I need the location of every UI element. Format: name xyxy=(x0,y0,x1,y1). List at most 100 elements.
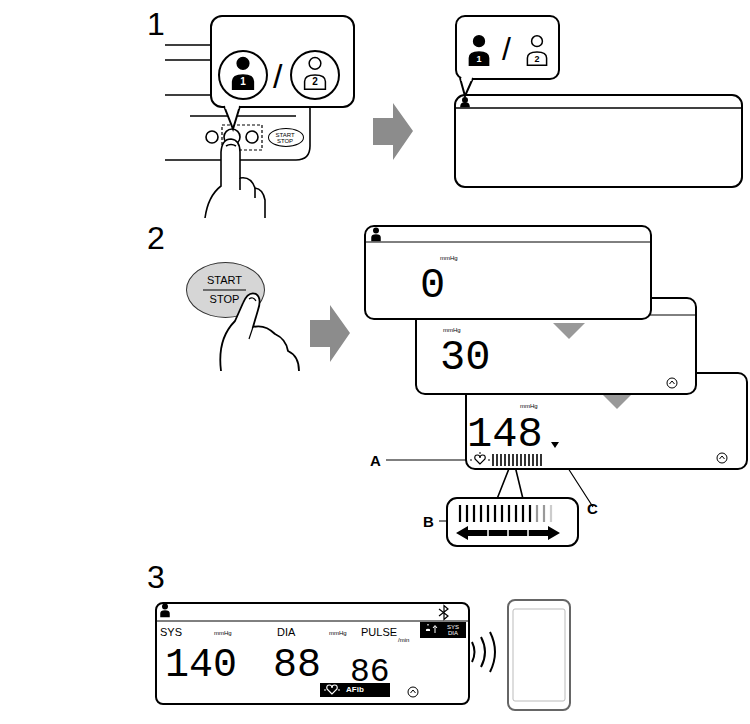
user-icon xyxy=(161,611,169,617)
display-text: 0 xyxy=(420,265,445,307)
icon-circle xyxy=(219,51,267,99)
display-text: /min xyxy=(398,637,409,643)
callout-bubble: 1 / 2 xyxy=(210,15,355,108)
user-icon xyxy=(372,235,380,241)
display-text: mmHg xyxy=(440,255,458,261)
status-icon xyxy=(670,381,675,384)
display-text: 2 xyxy=(305,77,325,87)
display-screen: mmHg 0 xyxy=(364,225,652,320)
display-text: 140 xyxy=(165,646,237,686)
user-icon xyxy=(233,75,254,89)
status-icon xyxy=(667,378,677,388)
pulse-bar xyxy=(508,505,510,522)
pulse-bar xyxy=(536,505,538,522)
user-icon xyxy=(309,57,321,69)
smartphone-screen xyxy=(513,609,565,701)
hand xyxy=(220,293,299,371)
display-text: mmHg xyxy=(520,403,538,409)
pulse-bar xyxy=(466,505,468,522)
display-text: PULSE xyxy=(361,627,397,638)
callout-pointer xyxy=(497,466,523,499)
pulse-bar xyxy=(543,505,545,522)
display-line xyxy=(455,107,742,109)
display-text: mmHg xyxy=(214,630,232,636)
bluetooth-icon xyxy=(439,606,448,620)
indicator-arrow xyxy=(433,626,437,634)
user-icon xyxy=(461,103,469,107)
pulse-bar xyxy=(515,505,517,522)
heart-ticks xyxy=(324,690,340,691)
hand-detail xyxy=(226,145,255,199)
device-edge xyxy=(165,45,212,60)
pulse-bar xyxy=(494,505,496,522)
user-icon xyxy=(527,52,546,65)
afib-indicator: AFib xyxy=(320,683,390,697)
node-graphics xyxy=(366,227,654,322)
range-gap xyxy=(527,529,529,537)
wireless-waves xyxy=(472,632,495,672)
user-icon xyxy=(305,75,326,89)
callout-letter: B xyxy=(423,514,434,529)
pulse-bar xyxy=(473,505,475,522)
sequence-arrow xyxy=(553,323,585,339)
device-button xyxy=(206,131,218,143)
display-text: / xyxy=(502,33,511,65)
callout-bubble: 1 / 2 xyxy=(455,15,560,80)
step-number: 3 xyxy=(147,561,165,593)
display-text: SYS DIA xyxy=(444,624,462,636)
callout-letter: C xyxy=(587,501,598,516)
pulse-bar xyxy=(550,505,552,522)
smartphone xyxy=(508,600,570,710)
range-gap xyxy=(507,529,509,537)
sequence-arrow xyxy=(601,393,633,409)
hand-detail xyxy=(249,298,256,339)
status-icon xyxy=(411,690,416,693)
status-icon xyxy=(717,453,727,463)
node-graphics xyxy=(187,263,265,319)
start-stop-button: STARTSTOP xyxy=(186,262,265,318)
display-text: 1 xyxy=(233,77,253,87)
device-button xyxy=(246,131,258,143)
display-screen xyxy=(455,95,742,187)
user-icon xyxy=(469,52,488,65)
callout-pointer xyxy=(224,106,240,129)
display-text: 2 xyxy=(527,55,547,64)
callout-gap xyxy=(226,105,239,109)
callout-pointer xyxy=(460,78,473,96)
step-number: 1 xyxy=(147,8,165,40)
status-icon xyxy=(720,456,725,459)
user-icon xyxy=(532,36,543,47)
display-text: mmHg xyxy=(329,630,347,636)
pulse-bar xyxy=(522,505,524,522)
display-text: / xyxy=(273,59,282,93)
pulse-bar xyxy=(501,505,503,522)
display-text: START xyxy=(187,275,262,286)
node-graphics xyxy=(420,622,466,637)
display-text: DIA xyxy=(277,627,295,638)
pulse-bar xyxy=(529,505,531,522)
user-icon xyxy=(237,57,249,69)
pulse-bar xyxy=(480,505,482,522)
callout-bubble xyxy=(447,498,578,546)
display-text: mmHg xyxy=(443,327,461,333)
step-number: 2 xyxy=(147,222,165,254)
callout-gap xyxy=(462,77,472,81)
pulse-bar xyxy=(487,505,489,522)
device-panel-line xyxy=(190,115,296,117)
heart-icon xyxy=(327,685,337,694)
status-icon xyxy=(408,687,418,697)
range-gap xyxy=(487,529,489,537)
button-divider xyxy=(203,290,246,291)
callout-letter: A xyxy=(370,453,381,468)
display-text: AFib xyxy=(346,686,364,694)
hand xyxy=(205,139,265,218)
display-text: 88 xyxy=(273,646,321,686)
step-arrow xyxy=(310,305,350,362)
display-line xyxy=(417,315,695,316)
range-arrow xyxy=(456,526,560,540)
display-text: 30 xyxy=(440,337,490,379)
display-text: 1 xyxy=(469,55,489,64)
display-text: SYS xyxy=(160,627,182,638)
display-text: START STOP xyxy=(269,132,301,144)
pulse-bar xyxy=(459,505,461,522)
